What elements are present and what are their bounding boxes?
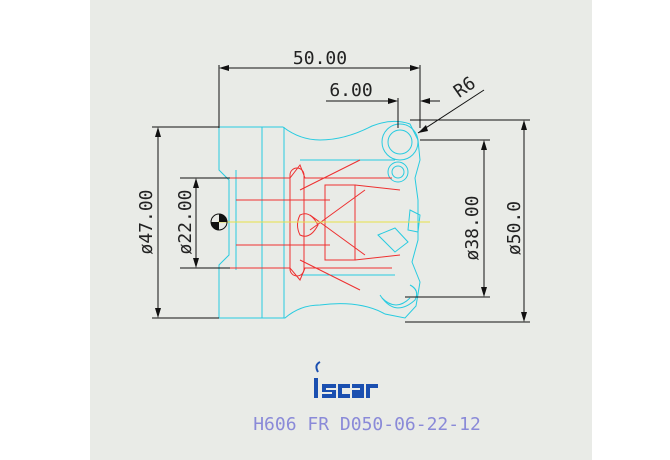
dimension-overall-length: 50.00 [293,48,347,69]
dimension-lines [152,65,530,323]
part-number-caption: H606 FR D050-06-22-12 [253,414,481,435]
drawing-area [90,0,592,460]
dimension-cutting-diameter: ø50.0 [504,201,525,255]
iscar-logo: iscar [314,361,378,398]
coolant-hole-symbol [210,213,228,231]
cutter-body-outline [218,120,421,319]
dimension-body-diameter: ø47.00 [136,189,157,254]
dimension-insert-offset: 6.00 [329,80,372,101]
dimension-hub-diameter: ø38.00 [462,195,483,260]
dimension-bore-diameter: ø22.00 [175,189,196,254]
hidden-features [230,159,401,291]
dimension-arrowheads [155,65,527,322]
dimension-corner-radius: R6 [450,73,480,103]
